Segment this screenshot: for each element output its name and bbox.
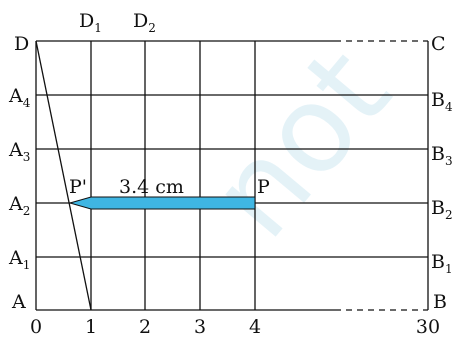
left-label-a3: A3 <box>8 139 30 164</box>
scale-tick-30: 30 <box>416 316 440 338</box>
scale-tick-1: 1 <box>85 316 97 338</box>
top-label-d2: D2 <box>133 10 156 35</box>
scale-tick-3: 3 <box>194 316 206 338</box>
pointer-length-label: 3.4 cm <box>119 176 184 198</box>
left-label-a1: A1 <box>8 247 30 272</box>
scale-tick-0: 0 <box>30 316 42 338</box>
right-label-b3: B3 <box>431 143 453 168</box>
corner-d-label: D <box>14 33 29 55</box>
corner-b-label: B <box>433 291 447 313</box>
right-label-b2: B2 <box>431 197 453 222</box>
top-label-d1: D1 <box>79 10 102 35</box>
pointer-pp <box>68 196 256 210</box>
diagonal-line <box>35 40 92 311</box>
corner-c-label: C <box>431 33 446 55</box>
scale-tick-4: 4 <box>249 316 261 338</box>
right-label-b1: B1 <box>431 251 453 276</box>
point-p-label: P <box>257 176 270 198</box>
corner-a-label: A <box>11 291 26 313</box>
left-label-a4: A4 <box>8 85 31 110</box>
right-label-b4: B4 <box>431 89 453 114</box>
pointer-shape <box>68 196 256 210</box>
point-p-prime-label: P' <box>69 176 87 198</box>
scale-tick-2: 2 <box>139 316 151 338</box>
watermark-text: not <box>184 24 417 264</box>
left-label-a2: A2 <box>8 193 30 218</box>
